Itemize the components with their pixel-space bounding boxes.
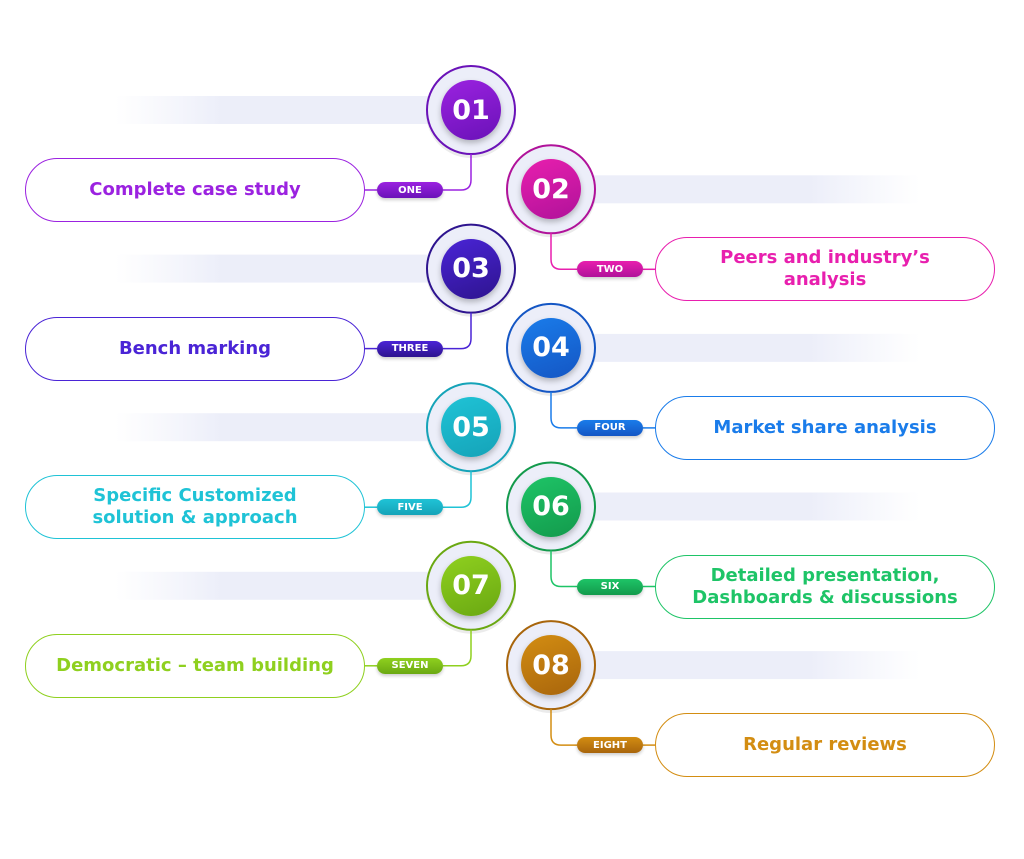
step-label-box: Bench marking — [25, 316, 365, 381]
bar — [115, 571, 471, 600]
bar — [115, 254, 471, 283]
bar — [551, 651, 920, 680]
connector-line — [443, 629, 472, 667]
connector-line — [443, 312, 472, 350]
step-tag: FIVE — [377, 499, 443, 516]
step-label-box: Peers and industry’s analysis — [655, 237, 995, 302]
step-label-box: Market share analysis — [655, 395, 995, 460]
step-label-box: Democratic – team building — [25, 633, 365, 698]
step-tag: SIX — [577, 578, 643, 595]
connector-line — [550, 709, 577, 746]
connector-line — [443, 154, 472, 191]
step-tag: TWO — [577, 261, 643, 278]
step-number-badge: 01 — [441, 80, 501, 140]
step-number-badge: 02 — [521, 159, 581, 220]
step-number-badge: 03 — [441, 238, 501, 299]
step-label-box: Regular reviews — [655, 713, 995, 778]
step-tag: SEVEN — [377, 657, 443, 674]
step-tag: ONE — [377, 182, 443, 198]
bar — [551, 492, 920, 521]
step-number-badge: 05 — [441, 397, 501, 458]
bar — [551, 175, 920, 204]
step-tag: FOUR — [577, 419, 643, 436]
connector-line — [443, 471, 472, 508]
bar — [115, 96, 471, 124]
step-number-badge: 07 — [441, 555, 501, 616]
step-tag: THREE — [377, 340, 443, 357]
connector-line — [550, 550, 577, 588]
step-label-box: Complete case study — [25, 158, 365, 222]
step-number-badge: 06 — [521, 476, 581, 537]
bar — [551, 333, 920, 362]
connector-line — [550, 391, 577, 429]
step-number-badge: 04 — [521, 317, 581, 378]
step-tag: EIGHT — [577, 737, 643, 754]
step-label-box: Specific Customized solution & approach — [25, 475, 365, 540]
bar — [115, 413, 471, 442]
step-label-box: Detailed presentation, Dashboards & disc… — [655, 554, 995, 619]
step-number-badge: 08 — [521, 635, 581, 696]
connector-line — [550, 233, 577, 271]
